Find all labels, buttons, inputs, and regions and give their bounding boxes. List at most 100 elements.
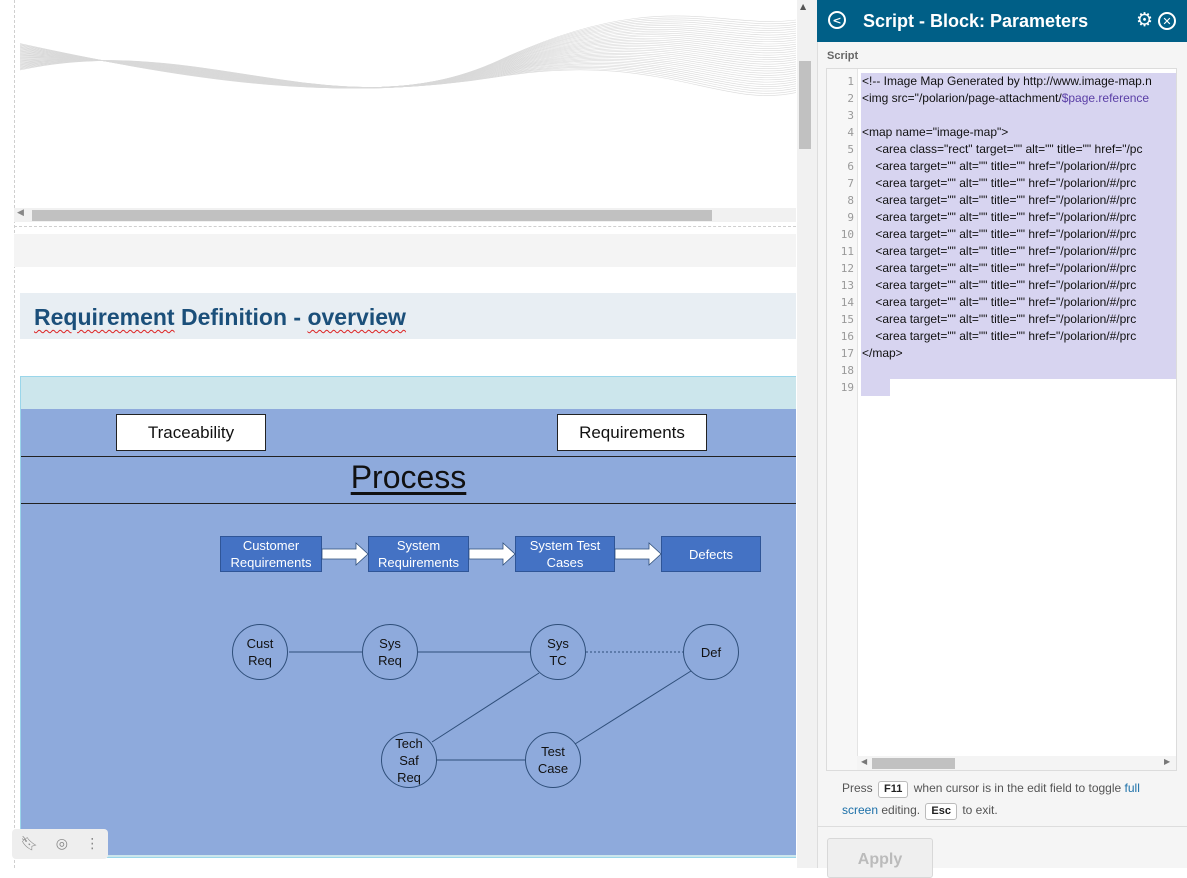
hint-text: to exit. bbox=[962, 803, 998, 817]
wave-line bbox=[20, 44, 796, 92]
line-number: 15 bbox=[840, 313, 854, 326]
code-line-text: <area target="" alt="" title="" href="/p… bbox=[862, 244, 1137, 258]
code-line-text: <area target="" alt="" title="" href="/p… bbox=[862, 329, 1137, 343]
code-line: <area target="" alt="" title="" href="/p… bbox=[862, 192, 1136, 209]
code-line-text: <!-- Image Map Generated by http://www.i… bbox=[862, 74, 1152, 88]
wave-line bbox=[20, 25, 796, 88]
heading-word-overview: overview bbox=[307, 304, 406, 330]
code-line: <area class="rect" target="" alt="" titl… bbox=[862, 141, 1142, 158]
traceability-link-box[interactable]: Traceability bbox=[116, 414, 266, 451]
decorative-wave-graphic bbox=[20, 15, 796, 96]
code-line: <area target="" alt="" title="" href="/p… bbox=[862, 328, 1136, 345]
flow-box-system-requirements[interactable]: System Requirements bbox=[368, 536, 469, 572]
code-line: <area target="" alt="" title="" href="/p… bbox=[862, 294, 1136, 311]
line-number: 12 bbox=[840, 262, 854, 275]
document-vertical-scrollbar[interactable] bbox=[797, 0, 817, 868]
line-number: 10 bbox=[840, 228, 854, 241]
code-line: <map name="image-map"> bbox=[862, 124, 1008, 141]
line-number: 11 bbox=[840, 245, 854, 258]
key-f11: F11 bbox=[878, 781, 909, 798]
editor-scroll-right-icon[interactable]: ▶ bbox=[1164, 757, 1171, 766]
text-selection-tail bbox=[861, 379, 890, 396]
wave-line bbox=[20, 51, 796, 89]
code-line-text: <img src="/polarion/page-attachment/ bbox=[862, 91, 1062, 105]
node-sys-req[interactable]: Sys Req bbox=[362, 624, 418, 680]
more-vertical-icon[interactable]: ⋮ bbox=[85, 836, 100, 852]
slide-divider-bottom bbox=[21, 503, 796, 504]
node-def[interactable]: Def bbox=[683, 624, 739, 680]
wave-line bbox=[20, 43, 796, 96]
scroll-up-arrow-icon[interactable]: ▲ bbox=[800, 2, 807, 11]
link-techsaf-systc bbox=[431, 672, 540, 743]
line-number: 16 bbox=[840, 330, 854, 343]
bookmark-icon[interactable]: 🔖︎ bbox=[20, 836, 39, 852]
flow-box-system-test-cases[interactable]: System Test Cases bbox=[515, 536, 615, 572]
section-heading-bar bbox=[20, 293, 796, 339]
section-heading[interactable]: Requirement Definition - overview bbox=[34, 304, 406, 331]
line-number: 7 bbox=[847, 177, 854, 190]
node-cust-req[interactable]: Cust Req bbox=[232, 624, 288, 680]
empty-block[interactable] bbox=[14, 234, 796, 267]
close-circle-icon[interactable]: ✕ bbox=[1158, 12, 1176, 30]
panel-header bbox=[817, 0, 1187, 42]
flow-box-defects[interactable]: Defects bbox=[661, 536, 761, 572]
flow-box-customer-requirements[interactable]: Customer Requirements bbox=[220, 536, 322, 572]
code-line: <area target="" alt="" title="" href="/p… bbox=[862, 277, 1136, 294]
node-tech-saf-req[interactable]: Tech Saf Req bbox=[381, 732, 437, 788]
code-line: <!-- Image Map Generated by http://www.i… bbox=[862, 73, 1152, 90]
node-sys-tc[interactable]: Sys TC bbox=[530, 624, 586, 680]
arrow-sys-to-test bbox=[468, 542, 516, 566]
wave-line bbox=[20, 17, 796, 88]
apply-button[interactable]: Apply bbox=[827, 838, 933, 878]
line-number: 3 bbox=[847, 109, 854, 122]
code-line: <area target="" alt="" title="" href="/p… bbox=[862, 243, 1136, 260]
slide-divider-top bbox=[21, 456, 796, 457]
code-line-text: <map name="image-map"> bbox=[862, 125, 1009, 139]
process-title-text: Process bbox=[350, 459, 467, 495]
wave-line bbox=[20, 48, 796, 89]
back-circle-icon[interactable]: < bbox=[828, 11, 846, 29]
fullscreen-link[interactable]: full bbox=[1124, 781, 1140, 795]
hint-text: when cursor is in the edit field to togg… bbox=[913, 781, 1122, 795]
line-number: 6 bbox=[847, 160, 854, 173]
code-line-text: <area target="" alt="" title="" href="/p… bbox=[862, 227, 1137, 241]
line-number: 18 bbox=[840, 364, 854, 377]
node-test-case[interactable]: Test Case bbox=[525, 732, 581, 788]
line-number: 13 bbox=[840, 279, 854, 292]
text-selection bbox=[861, 73, 1176, 379]
line-number: 8 bbox=[847, 194, 854, 207]
arrow-cust-to-sys bbox=[321, 542, 369, 566]
code-area[interactable]: <!-- Image Map Generated by http://www.i… bbox=[861, 69, 1176, 770]
editor-scroll-left-icon[interactable]: ◀ bbox=[861, 757, 868, 766]
line-number: 1 bbox=[847, 75, 854, 88]
code-line-text: <area target="" alt="" title="" href="/p… bbox=[862, 193, 1137, 207]
line-number: 19 bbox=[840, 381, 854, 394]
block-separator bbox=[14, 226, 796, 227]
document-vertical-scroll-thumb[interactable] bbox=[799, 61, 811, 149]
line-number: 5 bbox=[847, 143, 854, 156]
fullscreen-link[interactable]: screen bbox=[842, 803, 879, 817]
code-line-text: <area target="" alt="" title="" href="/p… bbox=[862, 210, 1137, 224]
editor-horizontal-scroll-thumb[interactable] bbox=[872, 758, 955, 769]
line-number: 2 bbox=[847, 92, 854, 105]
process-slide-image[interactable]: Traceability Requirements Process Custom… bbox=[21, 409, 796, 855]
arrow-test-to-defects bbox=[614, 542, 662, 566]
heading-word-requirement: Requirement bbox=[34, 304, 175, 330]
gear-icon[interactable]: ⚙ bbox=[1136, 9, 1154, 31]
camera-icon[interactable]: ◎ bbox=[55, 836, 68, 852]
document-horizontal-scroll-thumb[interactable] bbox=[32, 210, 712, 221]
requirements-link-box[interactable]: Requirements bbox=[557, 414, 707, 451]
hint-text: Press bbox=[842, 781, 873, 795]
process-title: Process bbox=[21, 459, 796, 496]
code-line-text: </map> bbox=[862, 346, 903, 360]
flow-connectors bbox=[289, 542, 692, 761]
scroll-left-arrow-icon[interactable]: ◀ bbox=[17, 208, 24, 218]
code-line-text: <area target="" alt="" title="" href="/p… bbox=[862, 278, 1137, 292]
code-line-text: <area target="" alt="" title="" href="/p… bbox=[862, 159, 1137, 173]
line-number: 9 bbox=[847, 211, 854, 224]
trace-links bbox=[289, 651, 692, 761]
block-mini-toolbar: 🔖︎ ◎ ⋮ bbox=[12, 829, 108, 859]
panel-footer-divider bbox=[817, 826, 1187, 827]
line-number: 17 bbox=[840, 347, 854, 360]
